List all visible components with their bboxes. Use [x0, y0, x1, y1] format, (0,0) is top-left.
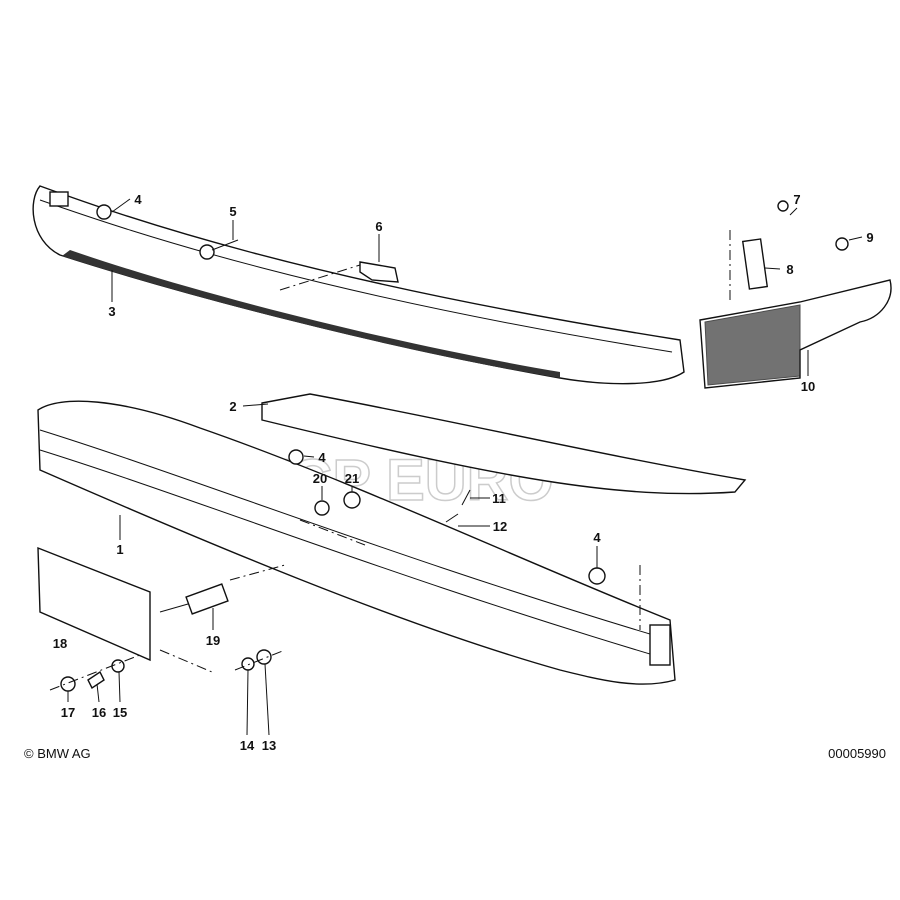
bracket-6 — [359, 261, 399, 283]
image-number: 00005990 — [828, 746, 886, 761]
callout-11: 11 — [492, 491, 506, 506]
callout-7: 7 — [793, 192, 800, 207]
callout-4c: 4 — [593, 530, 601, 545]
washer-20 — [314, 500, 330, 516]
trim-strip — [261, 393, 747, 495]
callout-6: 6 — [375, 219, 382, 234]
end-cap — [699, 200, 892, 389]
callout-1: 1 — [116, 542, 123, 557]
callout-4: 4 — [134, 192, 142, 207]
clip-12 — [445, 513, 459, 523]
lower-bumper — [37, 400, 676, 685]
callout-5: 5 — [229, 204, 236, 219]
callout-17: 17 — [61, 705, 75, 720]
callout-3: 3 — [108, 304, 115, 319]
callout-21: 21 — [345, 471, 359, 486]
nut-4-right — [588, 567, 606, 585]
callout-15: 15 — [113, 705, 127, 720]
callout-19: 19 — [206, 633, 220, 648]
leader-lines — [67, 198, 863, 736]
screw-11 — [461, 489, 471, 506]
nut-21 — [343, 491, 361, 509]
callout-10: 10 — [801, 379, 815, 394]
callout-8: 8 — [786, 262, 793, 277]
callout-13: 13 — [262, 738, 276, 753]
plate-holder — [37, 546, 151, 662]
callout-12: 12 — [493, 519, 507, 534]
bolt-5 — [199, 239, 239, 260]
callout-20: 20 — [313, 471, 327, 486]
nut-4-mid — [288, 449, 304, 465]
callout-4b: 4 — [318, 450, 326, 465]
nut-4-top — [96, 204, 112, 220]
callout-16: 16 — [92, 705, 106, 720]
callout-18: 18 — [53, 636, 67, 651]
callout-14: 14 — [240, 738, 255, 753]
upper-bumper-bar — [32, 185, 685, 385]
callout-2: 2 — [229, 399, 236, 414]
callout-9: 9 — [866, 230, 873, 245]
copyright: © BMW AG — [24, 746, 91, 761]
spacer-19 — [185, 583, 229, 615]
